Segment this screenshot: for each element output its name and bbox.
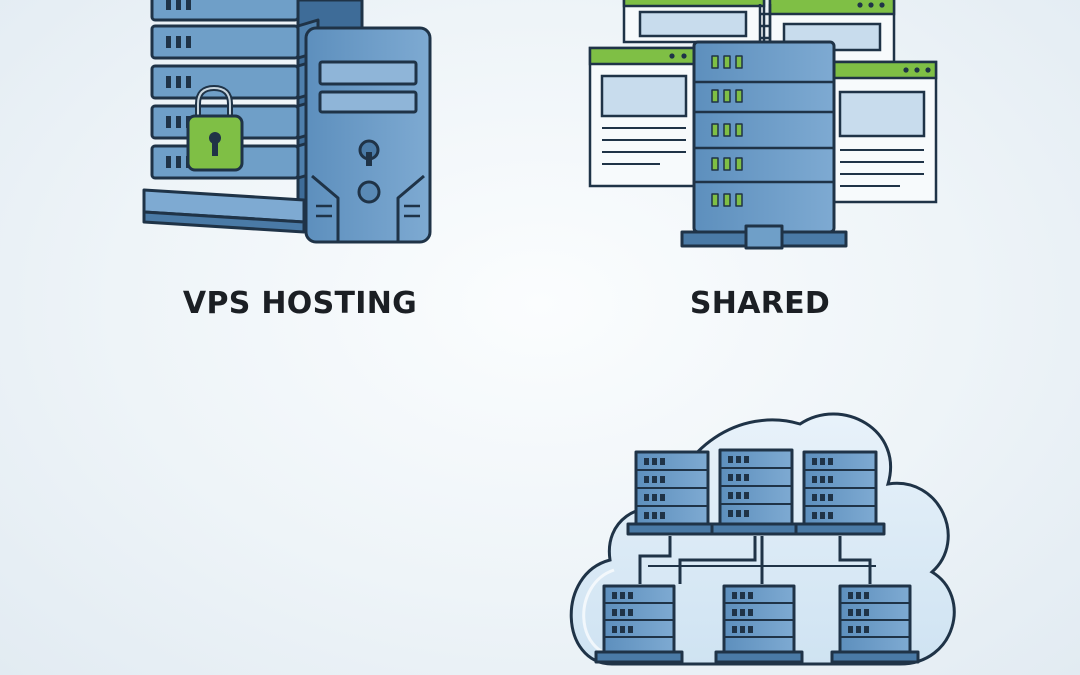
server-icon bbox=[830, 584, 920, 664]
network-connection-icon bbox=[638, 536, 876, 584]
vps-hosting-illustration bbox=[142, 0, 432, 244]
padlock-icon bbox=[186, 84, 244, 172]
server-stack-icon bbox=[680, 40, 848, 250]
server-icon bbox=[714, 584, 804, 664]
tower-server-icon bbox=[304, 26, 432, 244]
server-icon bbox=[794, 450, 886, 536]
cloud-hosting-illustration bbox=[569, 412, 956, 666]
shared-hosting-illustration bbox=[588, 0, 938, 250]
server-icon bbox=[594, 584, 684, 664]
server-icon bbox=[626, 450, 718, 536]
vps-hosting-label: VPS HOSTING bbox=[182, 286, 418, 321]
server-icon bbox=[710, 448, 802, 536]
browser-window-icon bbox=[588, 0, 938, 204]
shared-hosting-label: SHARED bbox=[689, 286, 831, 321]
